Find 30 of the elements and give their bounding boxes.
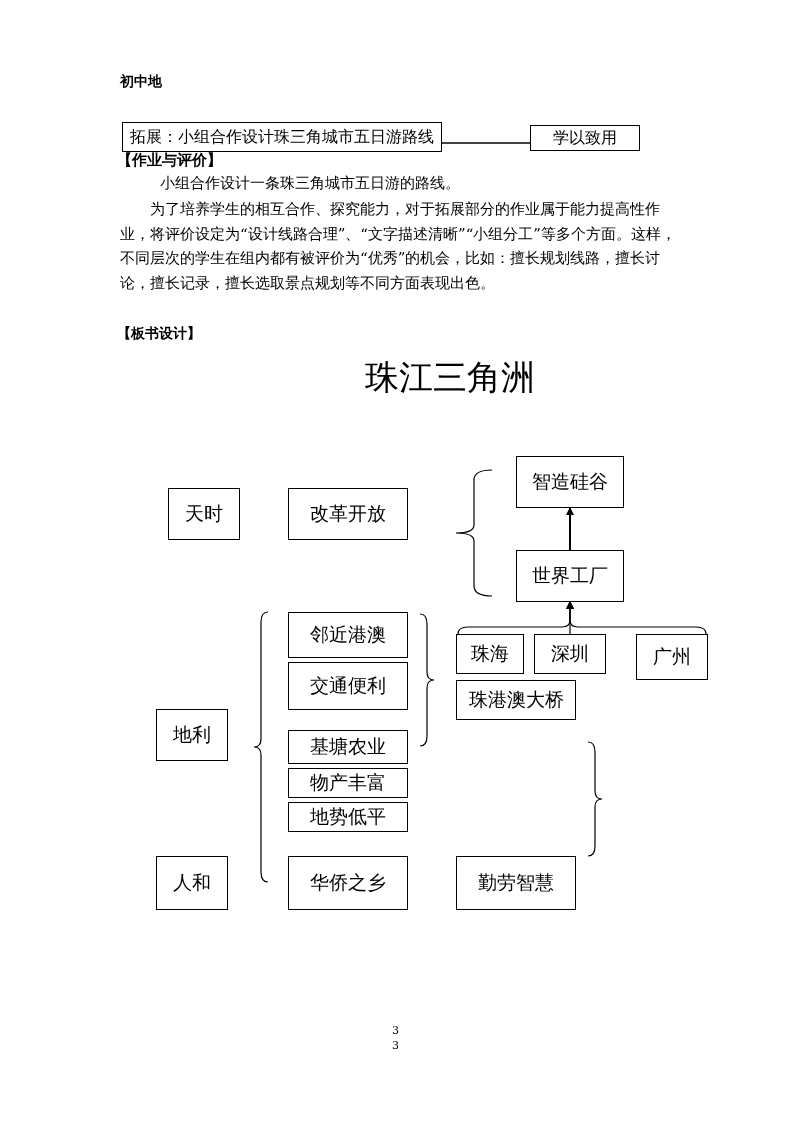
text-box: 天时	[168, 488, 240, 540]
paragraph: 小组合作设计一条珠三角城市五日游的路线。	[160, 174, 460, 193]
page-number: 3	[392, 1039, 399, 1052]
connector-line	[441, 142, 531, 144]
page-number: 3	[392, 1024, 399, 1037]
text-box: 地势低平	[288, 802, 408, 832]
text-box: 人和	[156, 856, 228, 910]
text-box: 物产丰富	[288, 768, 408, 798]
arrow	[566, 601, 707, 635]
text-box: 学以致用	[530, 125, 640, 151]
arrow	[566, 507, 574, 551]
text-box: 广州	[636, 634, 708, 680]
text-box: 拓展：小组合作设计珠三角城市五日游路线	[122, 122, 442, 152]
section-heading: 【板书设计】	[117, 325, 201, 343]
text-box: 华侨之乡	[288, 856, 408, 910]
text-box: 邻近港澳	[288, 612, 408, 658]
text-box: 深圳	[534, 634, 606, 674]
text-box: 智造硅谷	[516, 456, 624, 508]
text-box: 勤劳智慧	[456, 856, 576, 910]
header-text: 初中地	[120, 73, 162, 91]
text-box: 交通便利	[288, 662, 408, 710]
text-box: 改革开放	[288, 488, 408, 540]
text-box: 珠海	[456, 634, 524, 674]
text-box: 珠港澳大桥	[456, 680, 576, 720]
diagram-title: 珠江三角洲	[365, 356, 535, 399]
text-box: 基塘农业	[288, 730, 408, 764]
section-heading: 【作业与评价】	[117, 151, 222, 170]
text-box: 世界工厂	[516, 550, 624, 602]
paragraph: 为了培养学生的相互合作、探究能力，对于拓展部分的作业属于能力提高性作业，将评价设定为“设计线路合理”、“文字描述清晰”“小组分工”等多个方面。这样，不同层次的学生在组内都有被评价为“优秀”的机会，比如：擅长规划线路，擅长讨论，擅长记录，擅长选取景点规划等不同方面表现出色。	[120, 199, 677, 294]
text-box: 地利	[156, 709, 228, 761]
